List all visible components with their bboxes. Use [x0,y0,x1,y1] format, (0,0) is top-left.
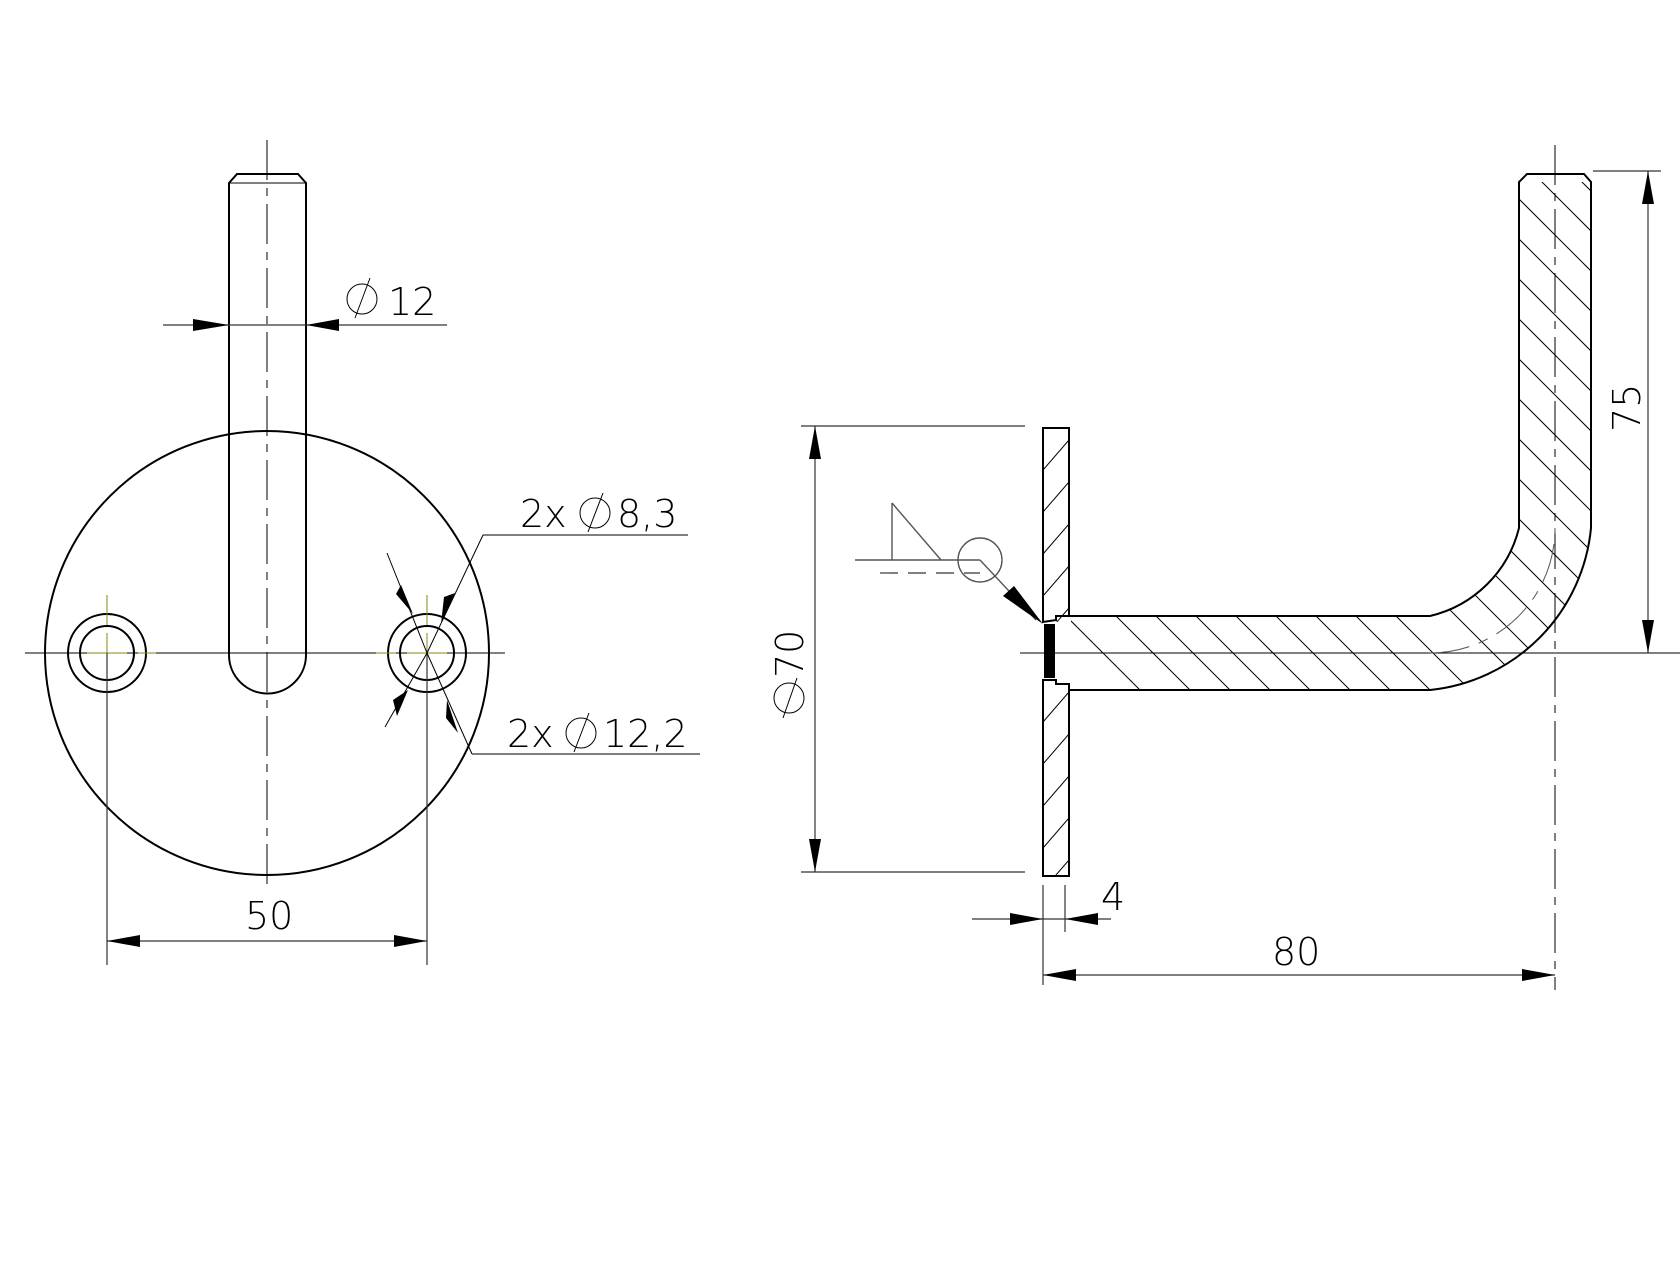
counterbore-diameter-dimension: 2x 12,2 [384,652,700,756]
arm-height-dimension: 75 [1593,170,1661,654]
arm-length-dimension: 80 [1043,930,1555,981]
left-mounting-hole [67,595,156,965]
arm-outline [1069,173,1592,691]
rod-diameter-dimension: 12 [163,277,447,331]
plate-thickness-dimension: 4 [972,875,1125,985]
weld-bead [1044,624,1055,678]
hole-spacing-label: 50 [245,894,293,938]
weld-symbol [855,502,1043,624]
right-mounting-hole [376,595,467,965]
hole-diameter-label: 8,3 [617,492,677,536]
plate-diameter-label: 70 [768,630,812,678]
plate-thickness-label: 4 [1101,875,1125,919]
plate-hatch-bottom [1043,691,1069,876]
hole-spacing-dimension: 50 [107,894,427,947]
plate-hatch-top [1043,439,1069,622]
arm-length-label: 80 [1272,930,1320,974]
arm-height-label: 75 [1605,384,1649,432]
counterbore-label: 12,2 [603,712,688,756]
rod-outline [228,173,307,695]
hole-diameter-prefix: 2x [520,492,567,536]
hole-diameter-dimension: 2x 8,3 [386,492,688,654]
counterbore-prefix: 2x [507,712,554,756]
side-section-view: 70 4 80 75 [768,145,1680,990]
rod-diameter-label: 12 [388,280,436,324]
plate-diameter-dimension: 70 [768,425,1025,873]
front-view: 12 2x 8,3 2x 12,2 [25,140,700,965]
